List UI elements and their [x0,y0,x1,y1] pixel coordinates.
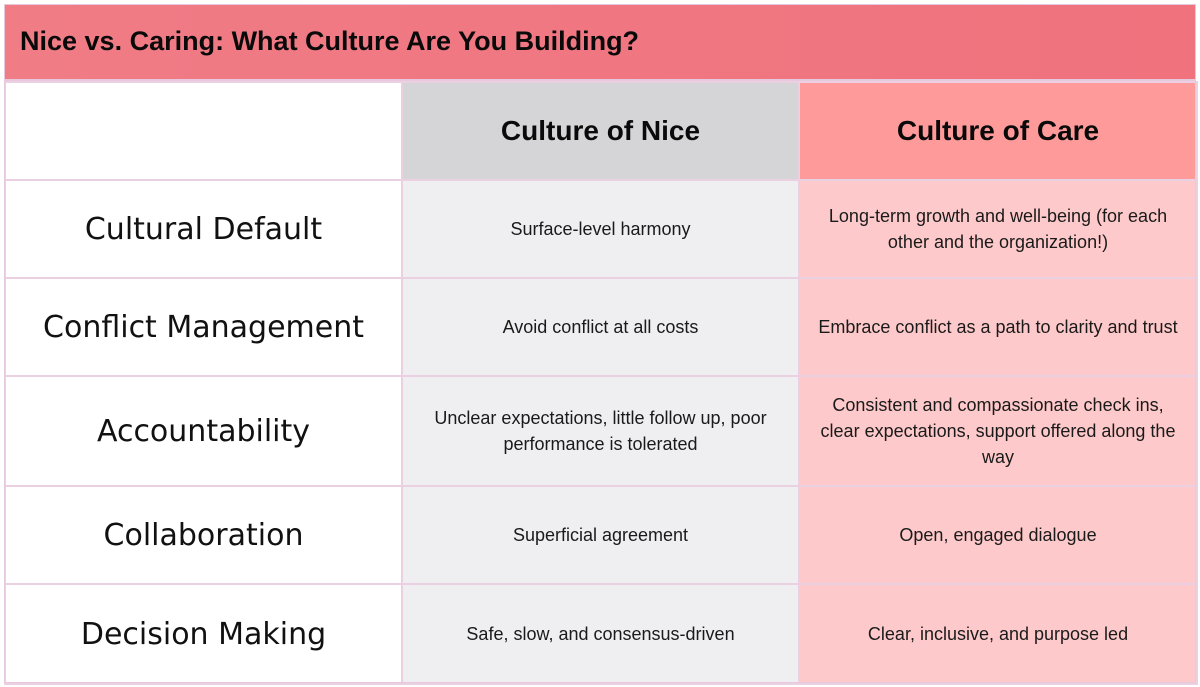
row-label-collaboration: Collaboration [4,485,403,585]
row-label-accountability: Accountability [4,375,403,487]
nice-cell: Safe, slow, and consensus-driven [401,583,800,685]
care-cell: Long-term growth and well-being (for eac… [798,179,1198,279]
table-row: Accountability Unclear expectations, lit… [4,375,1198,487]
blank-header-cell [4,81,403,181]
header-row: Culture of Nice Culture of Care [4,81,1198,181]
nice-cell: Surface-level harmony [401,179,800,279]
nice-cell: Superficial agreement [401,485,800,585]
table-row: Collaboration Superficial agreement Open… [4,485,1198,585]
table-frame [4,4,1196,683]
care-cell: Clear, inclusive, and purpose led [798,583,1198,685]
comparison-table: Culture of Nice Culture of Care Cultural… [4,81,1198,685]
nice-cell: Avoid conflict at all costs [401,277,800,377]
page-title: Nice vs. Caring: What Culture Are You Bu… [20,26,640,56]
row-label-cultural-default: Cultural Default [4,179,403,279]
table-row: Conflict Management Avoid conflict at al… [4,277,1198,377]
table-row: Decision Making Safe, slow, and consensu… [4,583,1198,685]
culture-of-nice-header: Culture of Nice [401,81,800,181]
care-cell: Embrace conflict as a path to clarity an… [798,277,1198,377]
care-cell: Consistent and compassionate check ins, … [798,375,1198,487]
culture-of-care-header: Culture of Care [798,81,1198,181]
nice-cell: Unclear expectations, little follow up, … [401,375,800,487]
row-label-decision-making: Decision Making [4,583,403,685]
table-row: Cultural Default Surface-level harmony L… [4,179,1198,279]
care-cell: Open, engaged dialogue [798,485,1198,585]
row-label-conflict-management: Conflict Management [4,277,403,377]
title-bar: Nice vs. Caring: What Culture Are You Bu… [4,4,1196,81]
